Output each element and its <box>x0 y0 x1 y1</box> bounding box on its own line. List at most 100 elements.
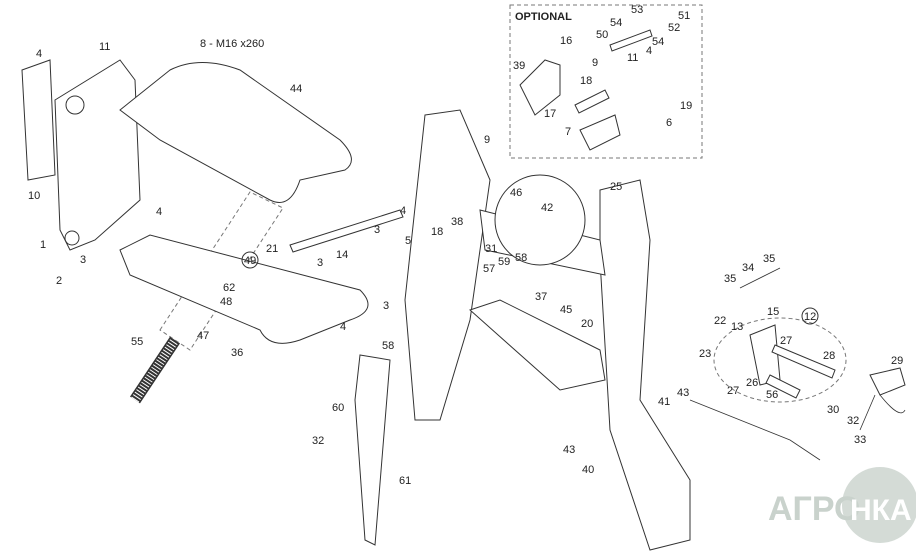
shank-61 <box>354 354 391 546</box>
reference-line <box>689 399 821 461</box>
part-number-label: 28 <box>823 350 835 362</box>
part-number-label: 58 <box>515 252 527 264</box>
part-number-label: 21 <box>266 243 278 255</box>
handle-29 <box>869 367 906 396</box>
part-number-label: 11 <box>99 41 110 53</box>
bracket-20 <box>469 299 606 391</box>
part-number-label: 49 <box>244 255 256 267</box>
part-number-label: 31 <box>485 243 497 255</box>
part-number-label: 27 <box>727 385 739 397</box>
part-number-label: 5 <box>405 235 411 247</box>
part-number-label: 2 <box>56 275 62 287</box>
part-number-label: 10 <box>28 190 40 202</box>
part-number-label: 23 <box>699 348 711 360</box>
part-number-label: 32 <box>847 415 859 427</box>
pin-28 <box>771 344 836 379</box>
part-number-label: 13 <box>731 321 743 333</box>
watermark-logo: АГРО НКА <box>768 467 916 543</box>
part-number-label: 62 <box>223 282 235 294</box>
part-number-label: 54 <box>652 36 664 48</box>
part-number-label: 56 <box>766 389 778 401</box>
part-number-label: 3 <box>317 257 323 269</box>
part-number-label: 53 <box>631 4 643 16</box>
part-number-label: 42 <box>541 202 553 214</box>
svg-text:НКА: НКА <box>850 494 912 527</box>
optional-part-39 <box>519 59 561 116</box>
part-number-label: 43 <box>677 387 689 399</box>
part-number-label: 7 <box>565 126 571 138</box>
label-circle <box>241 251 259 269</box>
spring-55 <box>130 336 180 404</box>
main-frame-25 <box>599 179 691 551</box>
part-number-label: 46 <box>510 187 522 199</box>
part-number-label: 29 <box>891 355 903 367</box>
part-number-label: 50 <box>596 29 608 41</box>
part-number-label: 16 <box>560 35 572 47</box>
part-number-label: 25 <box>610 181 622 193</box>
part-number-label: 3 <box>374 224 380 236</box>
part-number-label: 44 <box>290 83 302 95</box>
part-number-label: 57 <box>483 263 495 275</box>
part-number-label: 9 <box>484 134 490 146</box>
frame-plate-1 <box>21 59 141 251</box>
part-number-label: 3 <box>383 300 389 312</box>
part-number-label: 34 <box>742 262 754 274</box>
part-number-label: 32 <box>312 435 324 447</box>
part-number-label: 17 <box>544 108 556 120</box>
part-number-label: 4 <box>400 205 406 217</box>
part-number-label: 3 <box>80 254 86 266</box>
shaft-14 <box>289 209 404 253</box>
part-number-label: 35 <box>763 253 775 265</box>
pin-34 <box>739 267 781 289</box>
part-number-label: 22 <box>714 315 726 327</box>
optional-group-border <box>509 4 703 159</box>
part-number-label: 9 <box>592 57 598 69</box>
assembly-12-border <box>713 317 847 403</box>
svg-text:АГРО: АГРО <box>768 490 861 528</box>
part-number-label: 6 <box>666 117 672 129</box>
part-number-label: 40 <box>582 464 594 476</box>
part-number-label: 55 <box>131 336 143 348</box>
part-number-label: 41 <box>658 396 670 408</box>
optional-title: OPTIONAL <box>515 11 572 23</box>
part-number-label: 12 <box>804 311 816 323</box>
part-number-label: 4 <box>36 48 42 60</box>
part-number-label: 11 <box>627 52 638 64</box>
part-number-label: 33 <box>854 434 866 446</box>
part-number-label: 60 <box>332 402 344 414</box>
part-number-label: 19 <box>680 100 692 112</box>
lower-arm-36 <box>119 234 369 344</box>
part-number-label: 45 <box>560 304 572 316</box>
part-number-label: 4 <box>340 321 346 333</box>
part-number-label: 59 <box>498 256 510 268</box>
part-number-label: 58 <box>382 340 394 352</box>
bolt-callout: 8 - M16 x260 <box>200 38 264 50</box>
part-number-label: 54 <box>610 17 622 29</box>
pin-56 <box>765 374 801 399</box>
arm-44 <box>119 62 352 203</box>
optional-bolt-7 <box>574 89 610 114</box>
optional-sleeve <box>579 114 621 151</box>
part-number-label: 20 <box>581 318 593 330</box>
label-circle <box>801 307 819 325</box>
part-number-label: 35 <box>724 273 736 285</box>
disc-outline <box>494 174 586 266</box>
part-number-label: 1 <box>40 239 46 251</box>
part-number-label: 15 <box>767 306 779 318</box>
part-number-label: 48 <box>220 296 232 308</box>
part-number-label: 30 <box>827 404 839 416</box>
part-number-label: 39 <box>513 60 525 72</box>
part-number-label: 47 <box>197 330 209 342</box>
spring-clip-33 <box>859 394 906 431</box>
part-number-label: 52 <box>668 22 680 34</box>
part-number-label: 4 <box>646 45 652 57</box>
housing-12 <box>749 324 781 386</box>
center-plate <box>404 109 491 421</box>
part-number-label: 61 <box>399 475 411 487</box>
part-number-label: 18 <box>431 226 443 238</box>
part-number-label: 36 <box>231 347 243 359</box>
part-number-label: 26 <box>746 377 758 389</box>
part-number-label: 14 <box>336 249 348 261</box>
part-number-label: 37 <box>535 291 547 303</box>
